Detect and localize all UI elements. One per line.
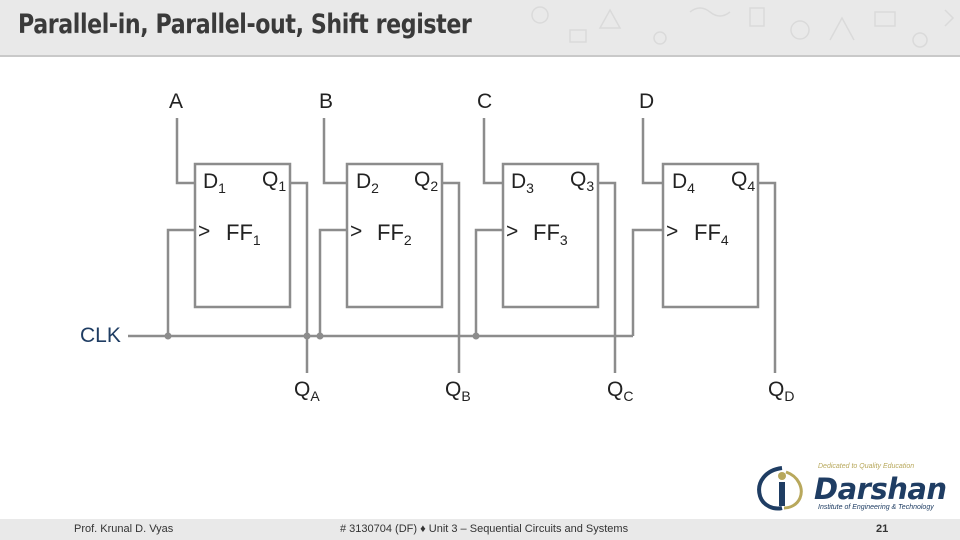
footer-course: # 3130704 (DF) ♦ Unit 3 – Sequential Cir…: [340, 523, 629, 535]
input-b-wire: [322, 118, 347, 185]
clock-junction-2: [316, 332, 324, 340]
flipflop-2-box: [345, 162, 444, 309]
clock-tap-2: [318, 228, 347, 336]
output-label-qa: QA: [294, 378, 320, 404]
darshan-logo: Dedicated to Quality Education Darshan I…: [752, 462, 957, 514]
slide-title: Parallel-in, Parallel-out, Shift registe…: [18, 9, 472, 40]
clock-junction-3: [472, 332, 480, 340]
flipflop-2-clock-marker: >: [350, 220, 363, 243]
flipflop-2-name: FF2: [377, 220, 412, 248]
clock-junction-1: [164, 332, 172, 340]
flipflop-3-q-label: Q3: [570, 168, 595, 194]
output-label-qc: QC: [607, 378, 634, 404]
clock-tap-3: [474, 228, 503, 336]
shift-register-diagram: [128, 118, 777, 373]
output-qc-wire: [598, 181, 617, 373]
flipflop-3-clock-marker: >: [506, 220, 519, 243]
flipflop-1-q-label: Q1: [262, 168, 287, 194]
flipflop-2-q-label: Q2: [414, 168, 439, 194]
footer-author: Prof. Krunal D. Vyas: [74, 523, 174, 535]
input-c-wire: [482, 118, 503, 185]
flipflop-4-name: FF4: [694, 220, 729, 248]
flipflop-1-d-label: D1: [203, 170, 226, 196]
flipflop-4-d-label: D4: [672, 170, 695, 196]
page-number: 21: [876, 523, 889, 535]
flipflop-3-d-label: D3: [511, 170, 534, 196]
clock-label: CLK: [80, 324, 121, 347]
flipflop-1-clock-marker: >: [198, 220, 211, 243]
input-a-wire: [175, 118, 195, 185]
flipflop-4-q-label: Q4: [731, 168, 756, 194]
darshan-logo-emblem: [757, 466, 803, 511]
header-doodle-pattern: [531, 6, 955, 48]
clock-tap-4: [631, 228, 663, 336]
flipflop-2-d-label: D2: [356, 170, 379, 196]
output-qd-wire: [758, 181, 777, 373]
slide-header: Parallel-in, Parallel-out, Shift registe…: [0, 0, 960, 57]
output-label-qb: QB: [445, 378, 471, 404]
flipflop-4-clock-marker: >: [666, 220, 679, 243]
output-qa-wire: [290, 181, 309, 373]
flipflop-4-box: [661, 162, 760, 309]
logo-tagline-bottom: Institute of Engineering & Technology: [818, 504, 934, 511]
input-label-d: D: [639, 90, 655, 113]
input-label-a: A: [169, 90, 184, 113]
output-qb-wire: [442, 181, 461, 373]
clock-tap-1: [166, 228, 195, 336]
flipflop-3-box: [501, 162, 600, 309]
input-d-wire: [641, 118, 663, 185]
slide-footer: Prof. Krunal D. Vyas # 3130704 (DF) ♦ Un…: [0, 519, 960, 540]
flipflop-1-name: FF1: [226, 220, 261, 248]
logo-tagline-top: Dedicated to Quality Education: [818, 463, 915, 470]
input-label-c: C: [477, 90, 493, 113]
flipflop-1-box: [193, 162, 292, 309]
logo-name: Darshan: [814, 472, 947, 506]
output-label-qd: QD: [768, 378, 795, 404]
flipflop-3-name: FF3: [533, 220, 568, 248]
input-label-b: B: [319, 90, 334, 113]
output-junction-a: [303, 332, 311, 340]
